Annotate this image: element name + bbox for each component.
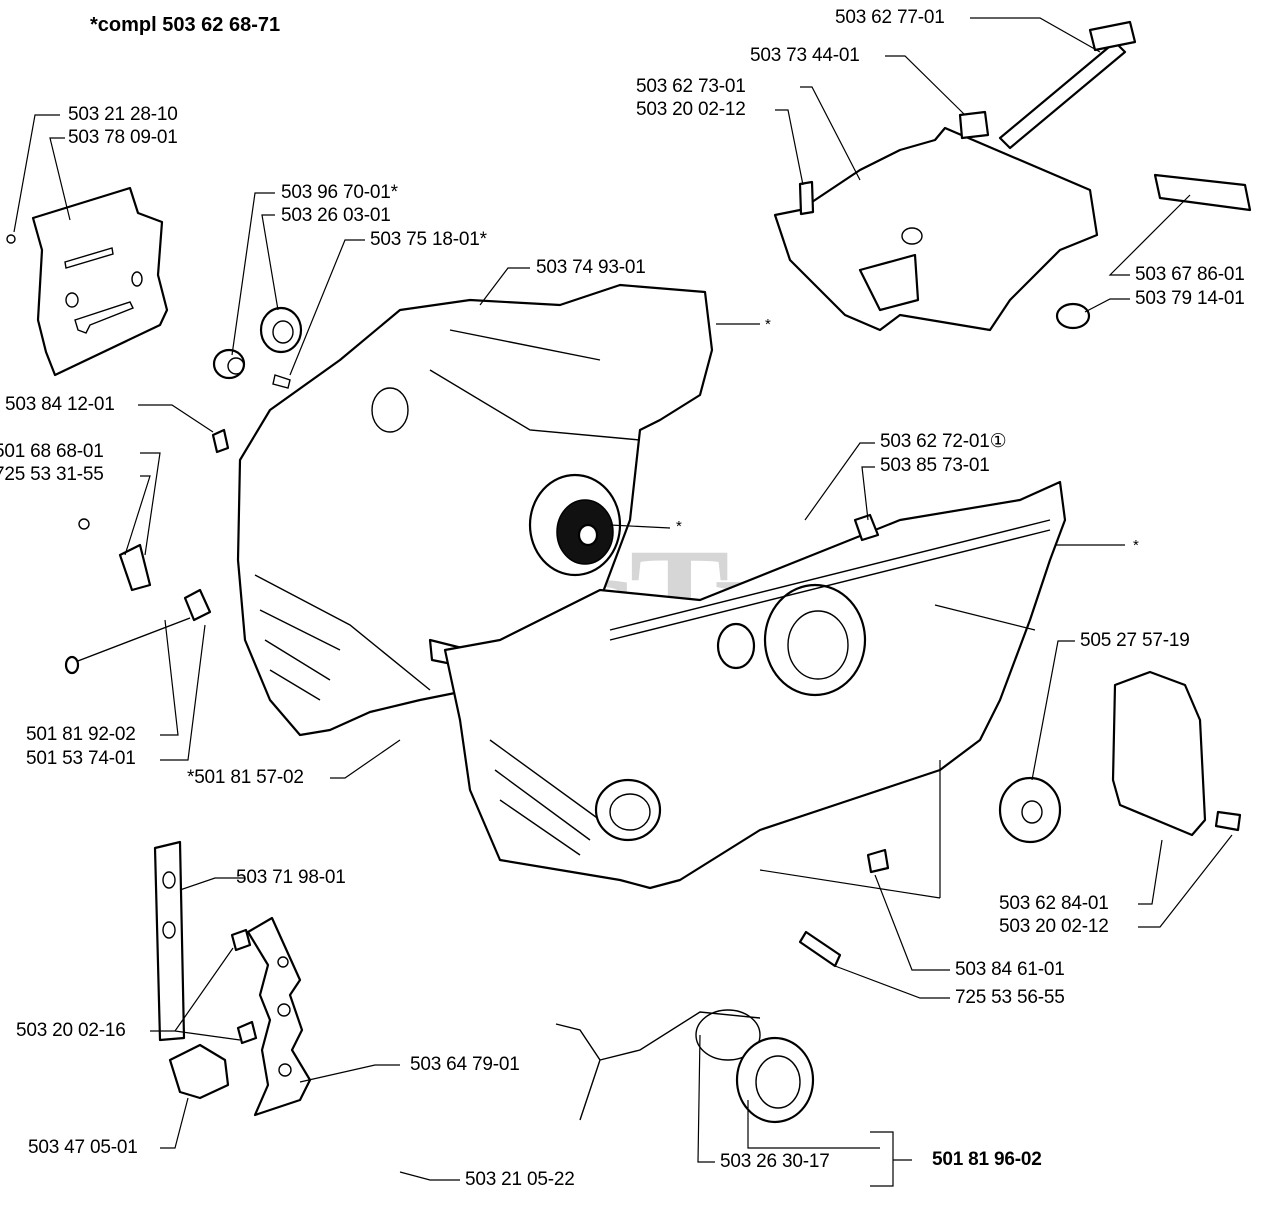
part-label-503-62-72-01[interactable]: 503 62 72-01① [880, 431, 1007, 453]
assembly-marker: * [1133, 537, 1139, 554]
part-label-503-21-05-22[interactable]: 503 21 05-22 [465, 1169, 575, 1190]
bearing-drawing [211, 306, 303, 454]
part-label-501-81-96-02[interactable]: 501 81 96-02 [932, 1149, 1042, 1170]
part-label-501-81-92-02[interactable]: 501 81 92-02 [26, 724, 136, 745]
oil-cap-drawing [555, 1009, 815, 1124]
part-label-503-26-03-01[interactable]: 503 26 03-01 [281, 205, 391, 226]
part-label-503-84-61-01[interactable]: 503 84 61-01 [955, 959, 1065, 980]
part-label-501-68-68-01[interactable]: 501 68 68-01 [0, 441, 104, 462]
footnote-marker: ① [989, 431, 1007, 452]
assembly-marker: * [765, 316, 771, 333]
part-label-503-79-14-01[interactable]: 503 79 14-01 [1135, 288, 1245, 309]
part-label-503-62-73-01[interactable]: 503 62 73-01 [636, 76, 746, 97]
part-label-505-27-57-19[interactable]: 505 27 57-19 [1080, 630, 1190, 651]
part-label-503-20-02-16[interactable]: 503 20 02-16 [16, 1020, 126, 1041]
part-label-501-53-74-01[interactable]: 501 53 74-01 [26, 748, 136, 769]
part-label-503-75-18-01[interactable]: 503 75 18-01* [370, 229, 487, 250]
guard-plate-drawing [6, 186, 169, 377]
right-side-parts-drawing [798, 670, 1242, 968]
part-label-503-21-28-10[interactable]: 503 21 28-10 [68, 104, 178, 125]
part-label-503-67-86-01[interactable]: 503 67 86-01 [1135, 264, 1245, 285]
right-crankcase-drawing [443, 480, 1067, 890]
assembly-marker: * [676, 518, 682, 535]
part-label-501-81-57-02[interactable]: *501 81 57-02 [187, 767, 304, 788]
assembly-title: *compl 503 62 68-71 [90, 14, 281, 36]
part-label-503-26-30-17[interactable]: 503 26 30-17 [720, 1151, 830, 1172]
part-label-503-73-44-01[interactable]: 503 73 44-01 [750, 45, 860, 66]
left-crankcase-drawing [236, 283, 714, 737]
part-label-503-71-98-01[interactable]: 503 71 98-01 [236, 867, 346, 888]
part-label-503-20-02-12-top[interactable]: 503 20 02-12 [636, 99, 746, 120]
part-label-503-96-70-01[interactable]: 503 96 70-01* [281, 182, 398, 203]
part-label-503-84-12-01[interactable]: 503 84 12-01 [5, 394, 115, 415]
part-label-503-64-79-01[interactable]: 503 64 79-01 [410, 1054, 520, 1075]
top-cover-drawing [773, 20, 1252, 332]
part-label-725-53-31-55[interactable]: 725 53 31-55 [0, 464, 104, 485]
part-label-503-62-77-01[interactable]: 503 62 77-01 [835, 7, 945, 28]
part-label-725-53-56-55[interactable]: 725 53 56-55 [955, 987, 1065, 1008]
leader-lines [13, 17, 1233, 1187]
part-label-503-62-84-01[interactable]: 503 62 84-01 [999, 893, 1109, 914]
part-number-text: 503 62 72-01 [880, 431, 990, 452]
part-label-503-78-09-01[interactable]: 503 78 09-01 [68, 127, 178, 148]
bumper-spike-drawing [153, 840, 312, 1117]
chain-tensioner-drawing [64, 518, 212, 675]
part-label-503-74-93-01[interactable]: 503 74 93-01 [536, 257, 646, 278]
part-label-503-47-05-01[interactable]: 503 47 05-01 [28, 1137, 138, 1158]
part-label-503-85-73-01[interactable]: 503 85 73-01 [880, 455, 990, 476]
part-label-503-20-02-12-right[interactable]: 503 20 02-12 [999, 916, 1109, 937]
